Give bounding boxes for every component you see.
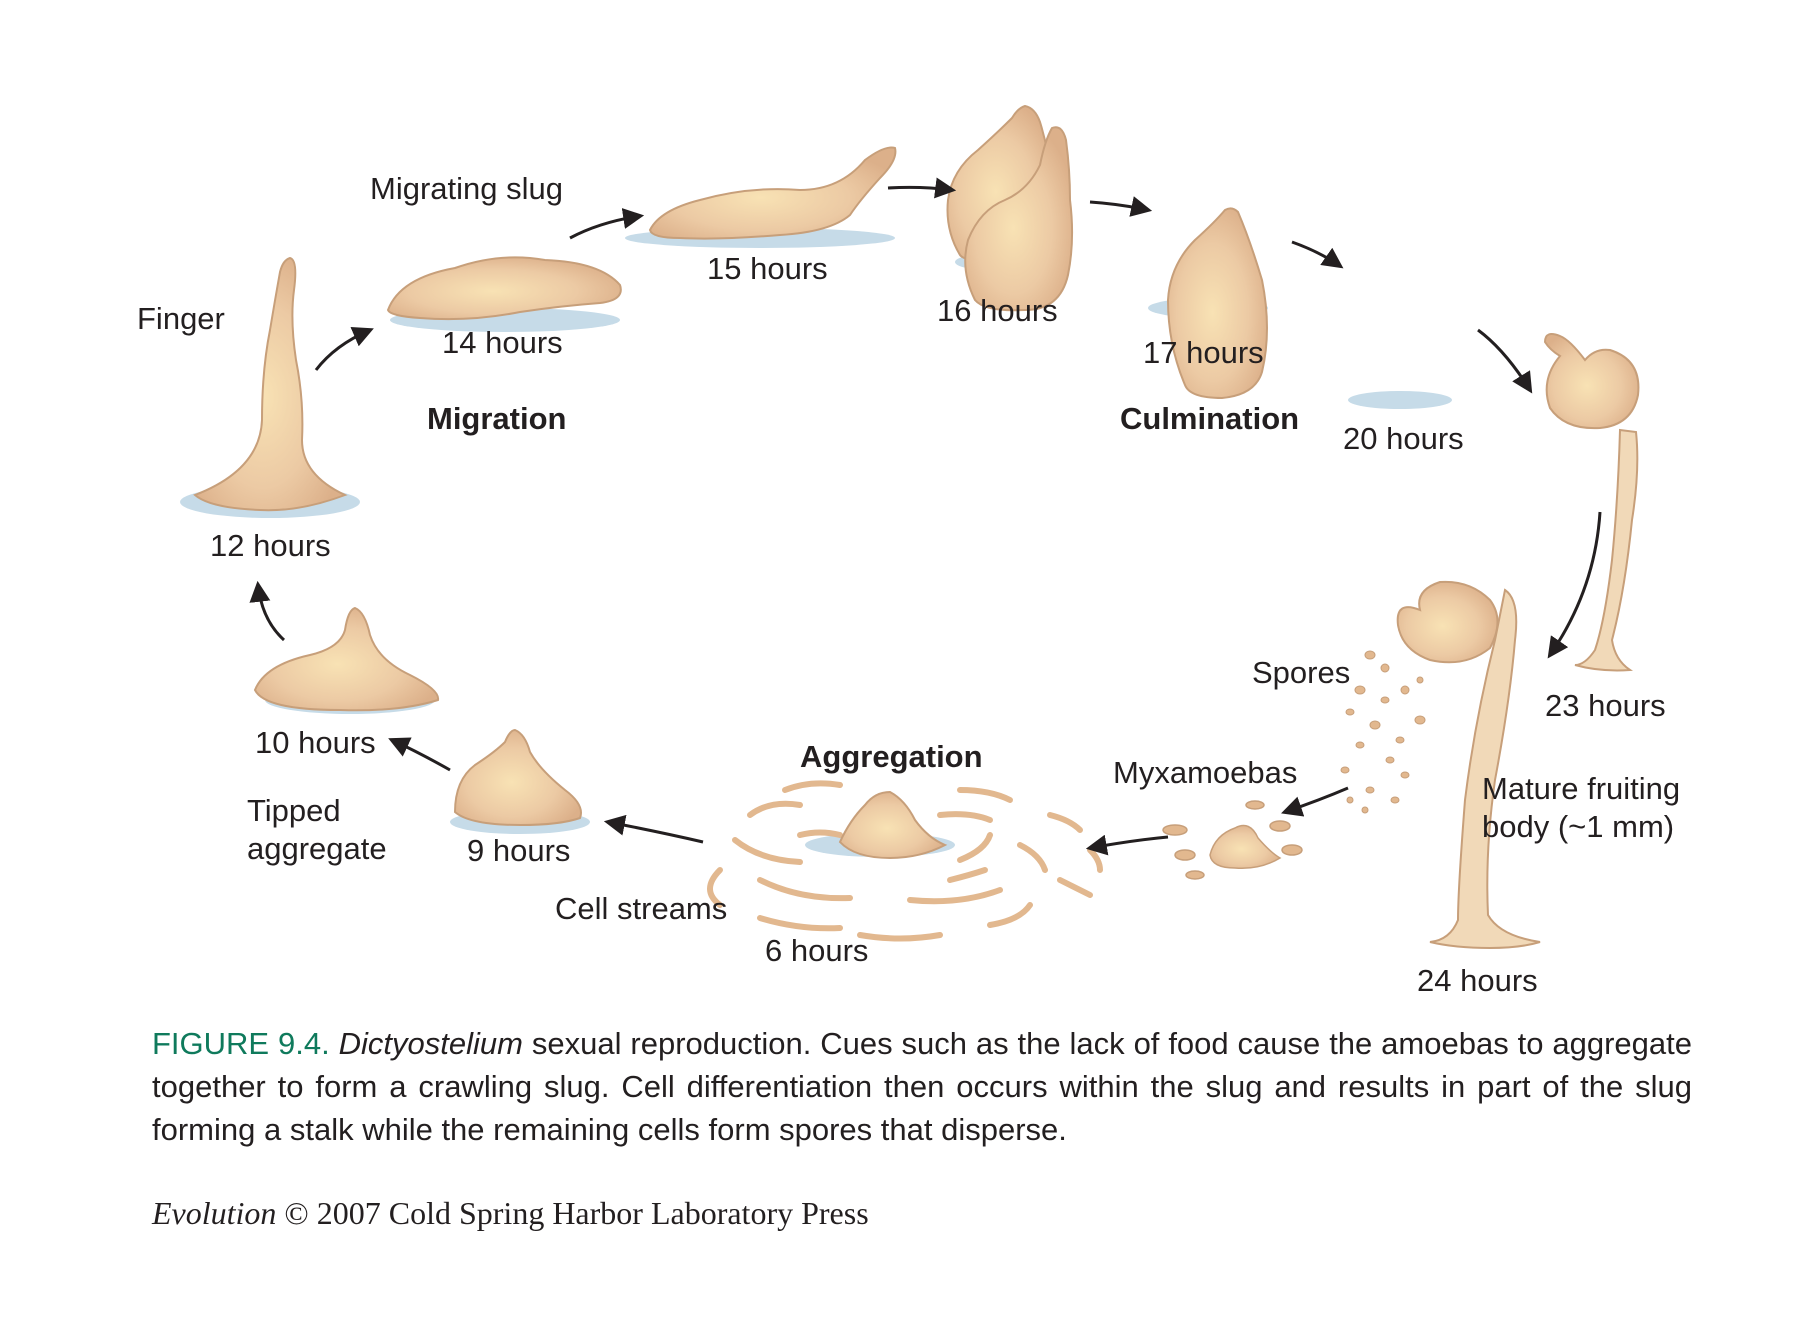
tipped-9h-body: [453, 728, 582, 827]
slug-14h-body: [386, 256, 622, 321]
finger-12h-body: [193, 256, 348, 512]
label-12-hours: 12 hours: [210, 528, 331, 563]
cycle-arrows: [249, 177, 1602, 856]
label-14-hours: 14 hours: [442, 325, 563, 360]
arrow-14-to-15: [569, 208, 645, 240]
fruiting-24h: [1396, 580, 1541, 950]
arrow-15-to-16: [887, 177, 957, 199]
label-16-hours: 16 hours: [937, 293, 1058, 328]
aggregation-6h-body: [838, 790, 948, 860]
myxamoebas-cluster: [1162, 800, 1303, 880]
credit-book-title: Evolution: [152, 1195, 277, 1231]
label-spores: Spores: [1252, 655, 1351, 690]
arrow-23-to-24: [1547, 511, 1602, 659]
label-23-hours: 23 hours: [1545, 688, 1666, 723]
phase-culmination: Culmination: [1120, 401, 1300, 436]
label-tipped-aggregate: Tipped aggregate: [247, 793, 387, 866]
spores-cloud: [1340, 650, 1426, 814]
arrow-20-to-23: [1477, 328, 1533, 394]
label-cell-streams: Cell streams: [555, 891, 728, 926]
arrow-10h-to-12h: [249, 580, 286, 642]
culmination-20h-body: [1166, 207, 1268, 400]
culmination-17h-body: [964, 126, 1074, 312]
mound-10h-body: [253, 606, 440, 712]
life-cycle-diagram: [180, 104, 1640, 950]
label-myxamoebas: Myxamoebas: [1113, 755, 1298, 790]
copyright-credit: Evolution © 2007 Cold Spring Harbor Labo…: [152, 1195, 869, 1232]
arrow-spores-to-myxamoebas: [1281, 786, 1349, 817]
caption-text: sexual reproduction. Cues such as the la…: [152, 1026, 1692, 1147]
label-9-hours: 9 hours: [467, 833, 571, 868]
figure-caption: FIGURE 9.4. Dictyostelium sexual reprodu…: [152, 1022, 1692, 1151]
label-15-hours: 15 hours: [707, 251, 828, 286]
label-6-hours: 6 hours: [765, 933, 869, 968]
aggregation-streams: [707, 780, 1103, 942]
phase-migration: Migration: [427, 401, 567, 436]
slug-15h-body: [648, 146, 897, 240]
fruiting-23h: [1543, 333, 1640, 672]
arrow-aggregation-to-9h: [603, 814, 704, 844]
figure-label: FIGURE 9.4.: [152, 1026, 330, 1061]
credit-text: © 2007 Cold Spring Harbor Laboratory Pre…: [276, 1195, 869, 1231]
caption-italic-term: Dictyostelium: [338, 1026, 523, 1061]
arrow-17-to-20: [1291, 240, 1344, 269]
phase-aggregation: Aggregation: [800, 739, 983, 774]
label-24-hours: 24 hours: [1417, 963, 1538, 998]
label-migrating-slug: Migrating slug: [370, 171, 563, 206]
arrow-myxamoebas-to-aggregation: [1085, 834, 1169, 856]
arrow-16-to-17: [1089, 196, 1153, 217]
label-mature-fruiting-body: Mature fruiting body (~1 mm): [1482, 771, 1681, 844]
label-17-hours: 17 hours: [1143, 335, 1264, 370]
label-finger: Finger: [137, 301, 225, 336]
label-20-hours: 20 hours: [1343, 421, 1464, 456]
label-10-hours: 10 hours: [255, 725, 376, 760]
arrow-9h-to-10h: [388, 737, 451, 772]
arrow-12-to-14: [314, 326, 374, 371]
